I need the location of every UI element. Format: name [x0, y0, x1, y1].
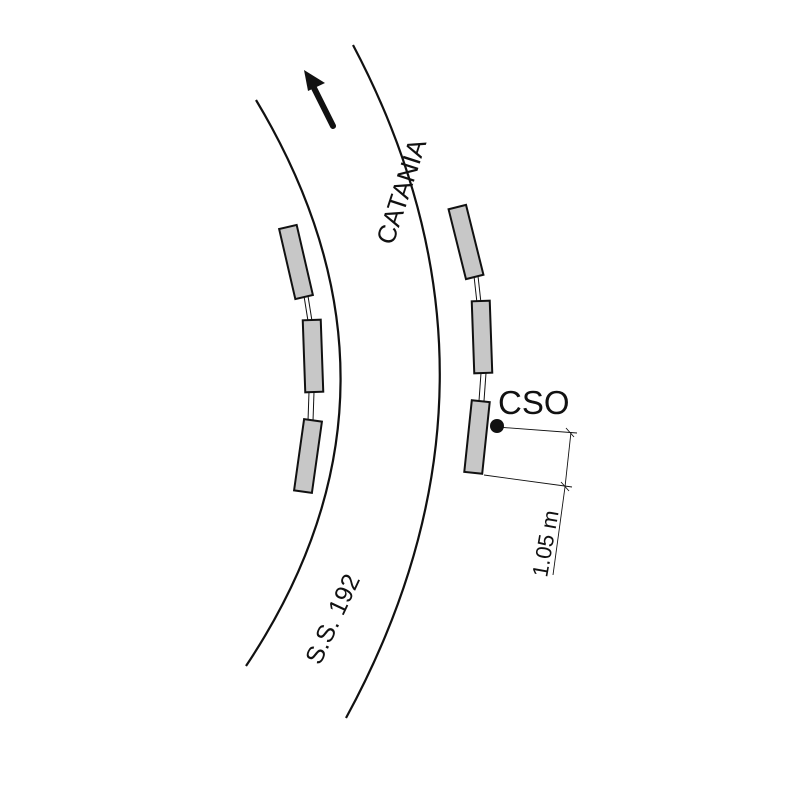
dimension-extension-line [483, 474, 573, 488]
arrow-up-left-icon [304, 70, 336, 129]
dimension-tick [565, 427, 575, 438]
offset-dimension [483, 426, 578, 576]
train-car [277, 223, 315, 301]
coupling [483, 372, 487, 402]
sensor-label: CSO [498, 384, 570, 421]
dimension-line [564, 431, 572, 488]
road-left-edge [245, 99, 342, 667]
coupling [473, 275, 478, 304]
coupling [477, 275, 482, 304]
coupling [312, 391, 315, 422]
train-car [292, 417, 324, 495]
dimension-label-leader [552, 486, 566, 576]
train-car [463, 399, 491, 475]
coupling [307, 391, 310, 422]
offset-label: 1.05 m [527, 508, 563, 579]
train-right [447, 203, 494, 475]
coupling [303, 295, 309, 322]
train-car [301, 318, 325, 394]
dimension-extension-line [496, 426, 578, 434]
coupling [478, 372, 482, 402]
road-right-edge [345, 44, 441, 719]
sensor-marker [490, 419, 504, 433]
train-car [447, 203, 485, 281]
train-left [277, 223, 325, 495]
coupling [307, 295, 313, 322]
road-name-label: S.S. 192 [300, 570, 366, 669]
dimension-tick [560, 481, 570, 492]
train-car [470, 299, 494, 375]
